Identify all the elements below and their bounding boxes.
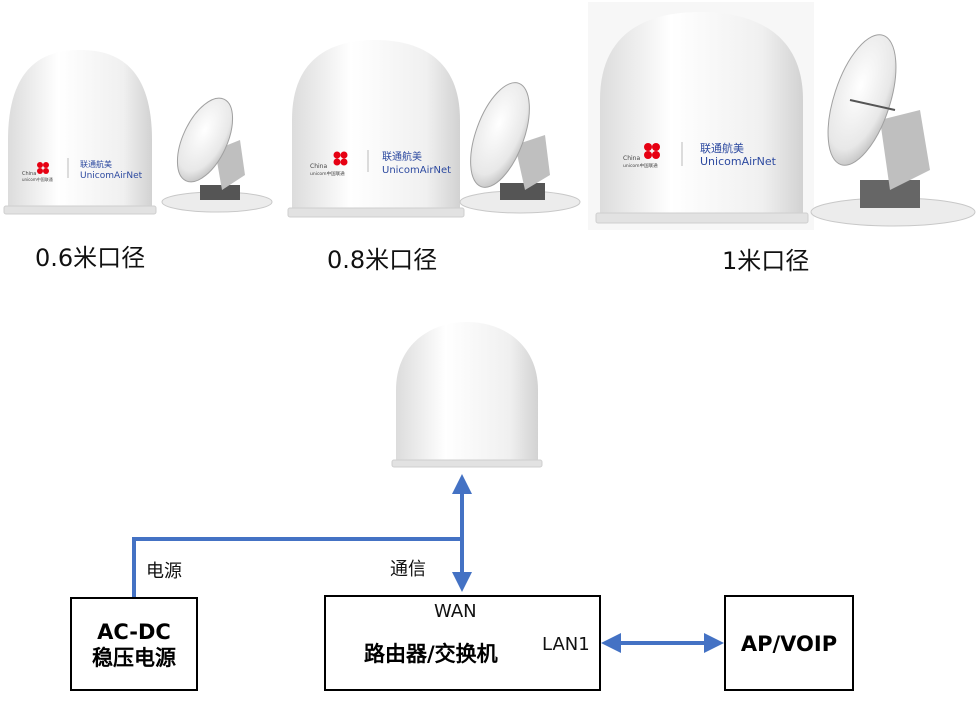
comm-label: 通信 [390, 559, 426, 580]
logo-sub: unicom中国联通 [22, 176, 53, 182]
logo-sub: unicom中国联通 [623, 162, 658, 169]
caption-0-6m: 0.6米口径 [35, 244, 146, 272]
brand-en: UnicomAirNet [80, 171, 143, 181]
antenna-0-8m [459, 82, 581, 214]
psu-line2: 稳压电源 [92, 646, 176, 671]
psu-line1: AC-DC [97, 620, 171, 644]
wan-port-label: WAN [434, 601, 477, 622]
unicom-logo-icon [37, 162, 49, 174]
logo-en: China [22, 171, 36, 177]
logo-en: China [623, 155, 640, 162]
radome-0-6m: 联通航美 UnicomAirNet China unicom中国联通 [3, 50, 157, 215]
brand-cn: 联通航美 [700, 141, 744, 155]
router-label: 路由器/交换机 [364, 642, 498, 666]
power-line [132, 537, 462, 598]
radome-1m: 联通航美 UnicomAirNet China unicom中国联通 [595, 12, 809, 224]
product-illustrations: 联通航美 UnicomAirNet China unicom中国联通 联通航美 … [3, 2, 976, 230]
brand-cn: 联通航美 [382, 150, 422, 163]
ap-voip-label: AP/VOIP [740, 632, 838, 656]
caption-0-8m: 0.8米口径 [327, 246, 438, 274]
network-diagram [132, 322, 724, 653]
caption-1m: 1米口径 [722, 247, 810, 275]
unicom-logo-icon [333, 151, 348, 166]
antenna-0-6m [161, 97, 273, 213]
router-box: WAN 路由器/交换机 LAN1 [324, 595, 601, 691]
ap-voip-box: AP/VOIP [724, 595, 854, 691]
radome-0-8m: 联通航美 UnicomAirNet China unicom中国联通 [287, 40, 465, 218]
power-label: 电源 [146, 561, 182, 582]
radome-diagram [391, 322, 543, 468]
brand-en: UnicomAirNet [382, 165, 451, 176]
unicom-logo-icon [644, 143, 660, 159]
logo-en: China [310, 163, 327, 170]
brand-en: UnicomAirNet [700, 155, 777, 168]
logo-sub: unicom中国联通 [310, 170, 345, 177]
brand-cn: 联通航美 [80, 159, 112, 169]
lan1-port-label: LAN1 [542, 634, 590, 655]
psu-box: AC-DC 稳压电源 [70, 597, 198, 691]
antenna-1m [810, 34, 976, 227]
